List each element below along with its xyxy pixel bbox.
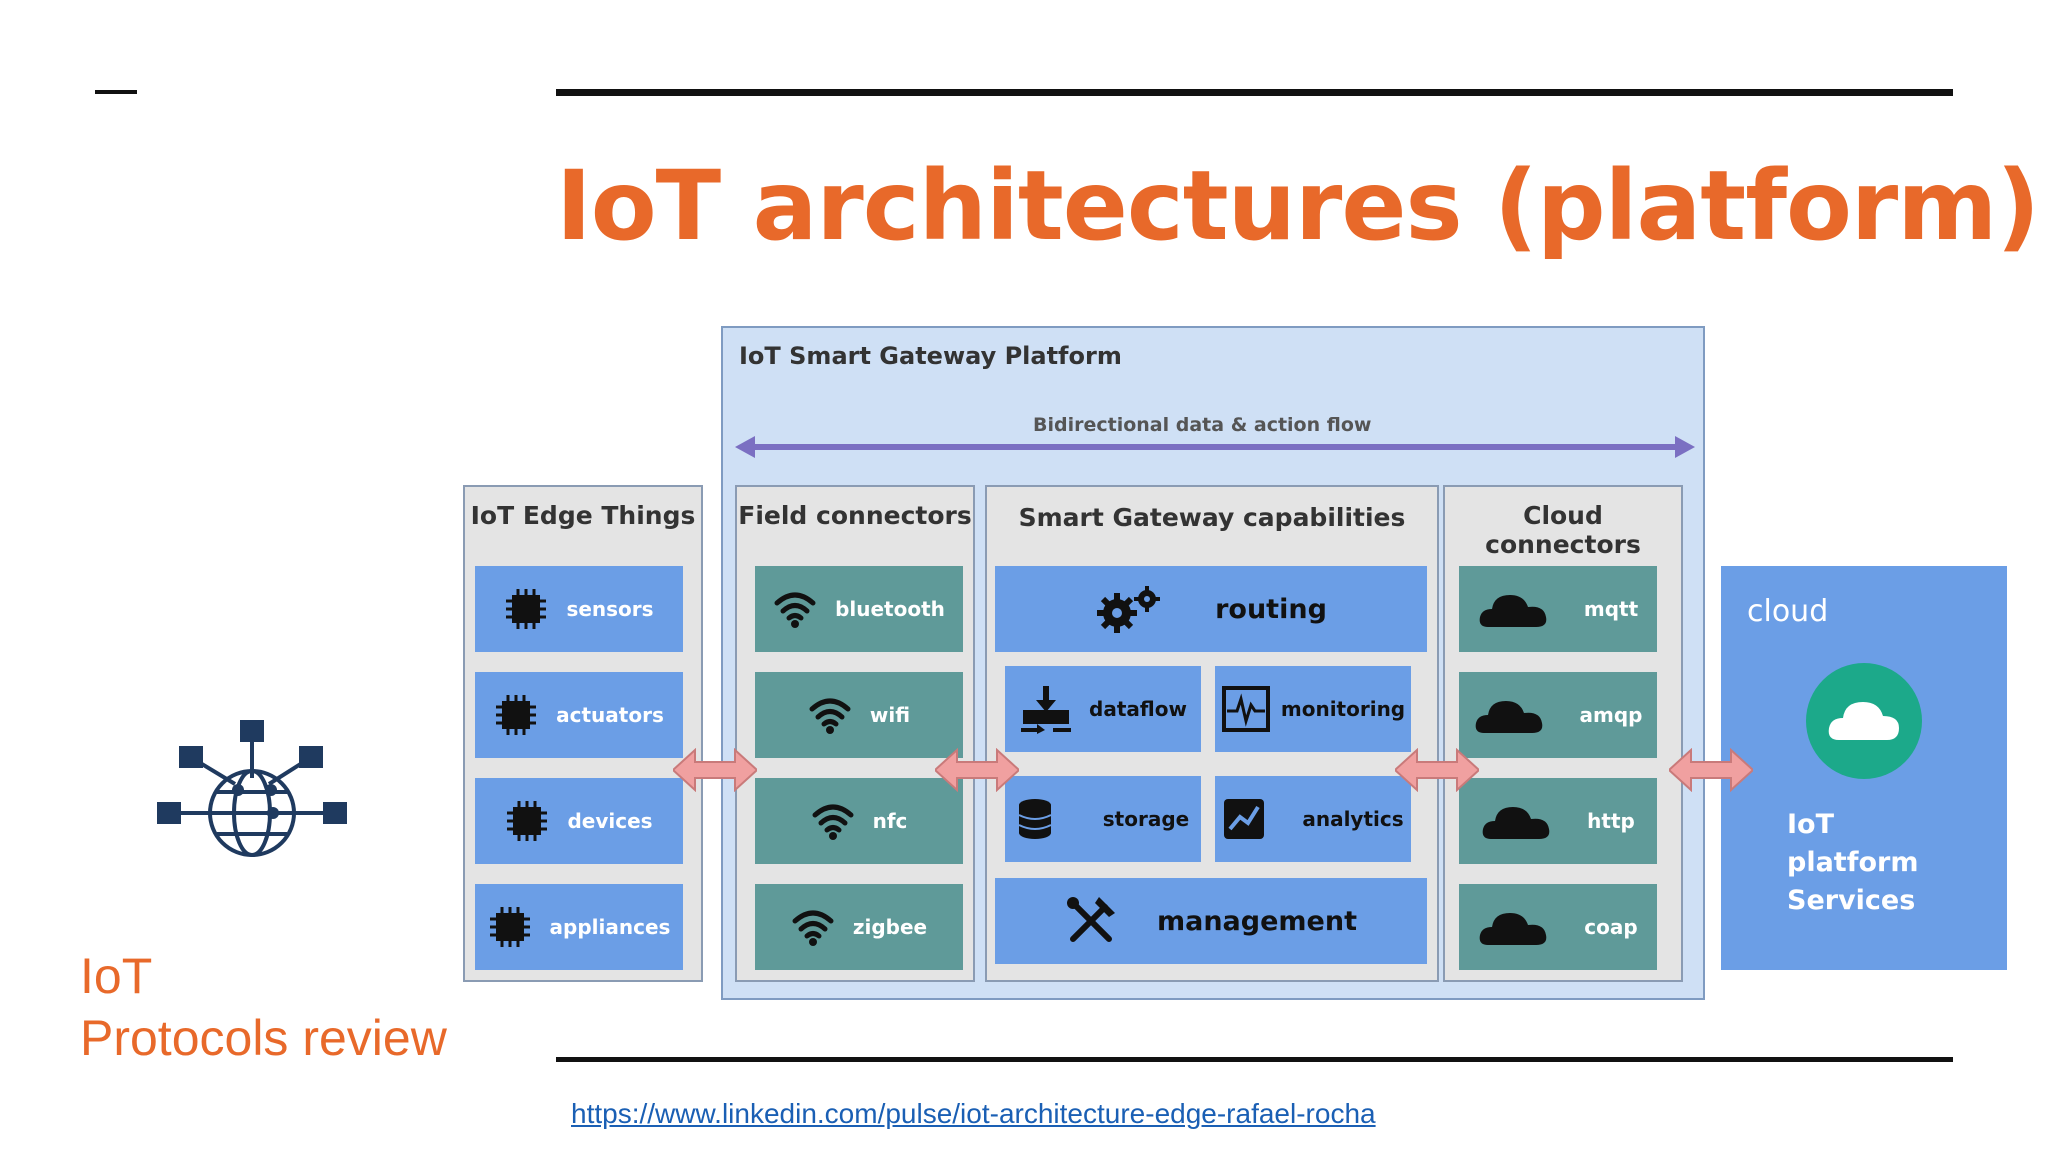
tile-sensors: sensors — [475, 566, 683, 652]
tile-analytics-label: analytics — [1302, 807, 1404, 831]
database-icon — [1018, 799, 1052, 839]
tile-analytics: analytics — [1215, 776, 1411, 862]
cloud-services-line3: Services — [1787, 885, 1916, 916]
cloud-icon — [1479, 913, 1547, 945]
tile-appliances-label: appliances — [549, 915, 671, 939]
tile-mqtt-label: mqtt — [1583, 597, 1639, 621]
slide-title: IoT architectures (platform) — [556, 150, 2040, 262]
dataflow-icon — [1021, 686, 1072, 734]
tile-monitoring-label: monitoring — [1280, 697, 1406, 721]
tile-devices: devices — [475, 778, 683, 864]
wifi-icon — [809, 698, 851, 734]
tools-icon — [1066, 897, 1115, 942]
field-connectors-title: Field connectors — [738, 501, 972, 530]
gears-icon — [1097, 586, 1161, 633]
connector-arrow-edge-field — [673, 748, 757, 792]
monitoring-icon — [1221, 686, 1270, 732]
tile-dataflow-label: dataflow — [1089, 697, 1187, 721]
chip-icon — [507, 801, 548, 841]
tile-bluetooth: bluetooth — [755, 566, 963, 652]
top-rule — [556, 89, 1953, 96]
tile-actuators-label: actuators — [556, 703, 664, 727]
tile-actuators: actuators — [475, 672, 683, 758]
tile-sensors-label: sensors — [566, 597, 654, 621]
top-left-dash — [95, 90, 137, 94]
cloud-icon — [1475, 701, 1542, 733]
cloud-service-icon — [1806, 663, 1922, 779]
connector-arrow-field-capabilities — [935, 748, 1019, 792]
wifi-icon — [792, 910, 834, 946]
wifi-icon — [812, 804, 854, 840]
tile-nfc: nfc — [755, 778, 963, 864]
tile-coap-label: coap — [1584, 915, 1638, 939]
gateway-title: IoT Smart Gateway Platform — [739, 342, 1122, 370]
section-title: IoT Protocols review — [80, 945, 447, 1069]
edge-things-title: IoT Edge Things — [470, 501, 696, 530]
tile-http-label: http — [1587, 809, 1635, 833]
chip-icon — [506, 589, 547, 629]
bottom-rule — [556, 1057, 1953, 1062]
tile-routing-label: routing — [1215, 593, 1327, 625]
tile-coap: coap — [1459, 884, 1657, 970]
analytics-icon — [1224, 799, 1265, 839]
cloud-connectors-title: Cloud connectors — [1485, 501, 1641, 559]
connector-arrow-cloud-platform — [1669, 748, 1753, 792]
architecture-diagram: IoT Smart Gateway Platform Bidirectional… — [455, 310, 2025, 1005]
tile-amqp: amqp — [1459, 672, 1657, 758]
tile-mqtt: mqtt — [1459, 566, 1657, 652]
cloud-services-line1: IoT — [1787, 809, 1835, 840]
tile-nfc-label: nfc — [872, 809, 908, 833]
tile-monitoring: monitoring — [1215, 666, 1411, 752]
tile-routing: routing — [995, 566, 1427, 652]
chip-icon — [489, 907, 530, 947]
flow-label: Bidirectional data & action flow — [1033, 414, 1372, 436]
tile-wifi-label: wifi — [869, 703, 911, 727]
cloud-icon — [1482, 807, 1550, 839]
cloud-icon — [1479, 595, 1547, 627]
tile-dataflow: dataflow — [1005, 666, 1201, 752]
tile-storage: storage — [1005, 776, 1201, 862]
bidirectional-flow-arrow — [735, 436, 1695, 458]
wifi-icon — [774, 592, 816, 628]
cloud-services-line2: platform — [1787, 847, 1919, 878]
section-title-line1: IoT — [80, 948, 153, 1004]
tile-zigbee-label: zigbee — [852, 915, 928, 939]
tile-appliances: appliances — [475, 884, 683, 970]
tile-storage-label: storage — [1102, 807, 1190, 831]
capabilities-title: Smart Gateway capabilities — [1018, 503, 1406, 532]
tile-management: management — [995, 878, 1427, 964]
tile-amqp-label: amqp — [1579, 703, 1643, 727]
chip-icon — [496, 695, 537, 735]
tile-http: http — [1459, 778, 1657, 864]
tile-bluetooth-label: bluetooth — [835, 597, 945, 621]
tile-zigbee: zigbee — [755, 884, 963, 970]
tile-devices-label: devices — [567, 809, 653, 833]
cloud-services-text: IoT platform Services — [1787, 806, 1918, 920]
connector-arrow-capabilities-cloud — [1395, 748, 1479, 792]
network-globe-icon — [157, 720, 347, 857]
source-link[interactable]: https://www.linkedin.com/pulse/iot-archi… — [571, 1098, 1376, 1129]
tile-management-label: management — [1156, 905, 1357, 937]
tile-wifi: wifi — [755, 672, 963, 758]
cloud-label: cloud — [1747, 594, 1829, 629]
cloud-platform-box: cloud IoT platform Services — [1721, 566, 2007, 970]
section-title-line2: Protocols review — [80, 1010, 447, 1066]
